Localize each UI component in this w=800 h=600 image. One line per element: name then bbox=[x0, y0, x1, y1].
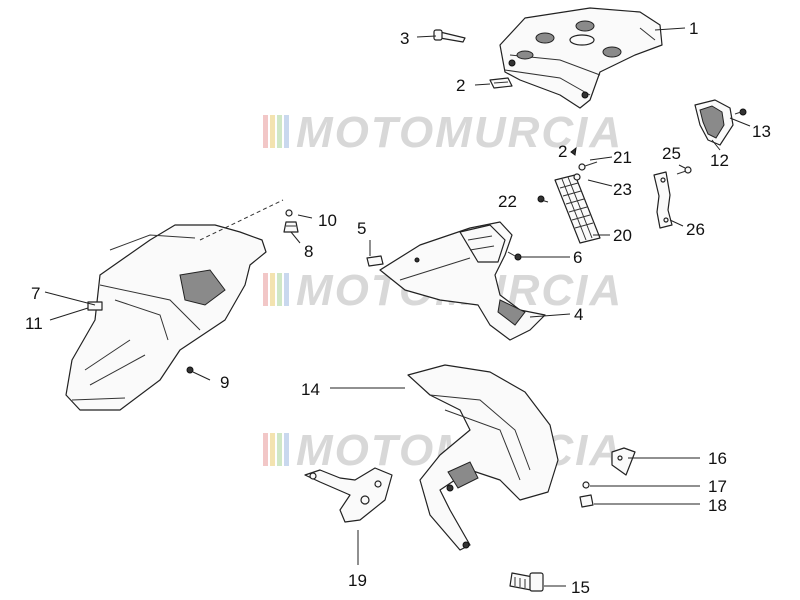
callout-16: 16 bbox=[708, 449, 727, 468]
part-3-screw bbox=[433, 29, 466, 43]
part-6-screw bbox=[507, 251, 522, 261]
part-15-bolt bbox=[509, 572, 544, 592]
part-5-clip bbox=[366, 255, 384, 267]
watermark-text-top: MOTOMURCIA bbox=[296, 108, 623, 157]
part-4-mudguard bbox=[379, 221, 546, 341]
part-23-washer bbox=[573, 173, 581, 181]
callout-5: 5 bbox=[357, 219, 366, 238]
leader-lines bbox=[44, 27, 751, 587]
callout-14: 14 bbox=[301, 380, 320, 399]
callout-4: 4 bbox=[574, 305, 583, 324]
callout-18: 18 bbox=[708, 496, 727, 515]
callout-13: 13 bbox=[752, 122, 771, 141]
callout-1: 1 bbox=[689, 19, 698, 38]
part-20-grille bbox=[554, 174, 601, 244]
callout-10: 10 bbox=[318, 211, 337, 230]
callout-21: 21 bbox=[613, 148, 632, 167]
callout-22: 22 bbox=[498, 192, 517, 211]
callout-12: 12 bbox=[710, 151, 729, 170]
part-12-reflector bbox=[694, 99, 734, 146]
part-9-screw bbox=[186, 366, 194, 374]
part-1-rear-cover bbox=[499, 7, 663, 109]
part-18-clip bbox=[579, 494, 594, 508]
callout-15: 15 bbox=[571, 578, 590, 597]
callout-8: 8 bbox=[304, 242, 313, 261]
callout-20: 20 bbox=[613, 226, 632, 245]
part-17-washer bbox=[582, 481, 590, 489]
callout-6: 6 bbox=[573, 248, 582, 267]
part-25-screw bbox=[676, 166, 692, 175]
part-8-bolt bbox=[283, 221, 299, 233]
tray-guide-line bbox=[199, 199, 284, 241]
callout-3: 3 bbox=[400, 29, 409, 48]
callout-23: 23 bbox=[613, 180, 632, 199]
part-2-clip-top bbox=[489, 77, 513, 89]
watermark-top: MOTOMURCIA bbox=[263, 108, 623, 157]
part-13-screw bbox=[734, 108, 747, 116]
callout-7: 7 bbox=[31, 284, 40, 303]
part-19-bracket bbox=[304, 467, 393, 523]
part-24-marker bbox=[570, 146, 577, 156]
part-14-front-fender bbox=[407, 364, 559, 551]
callout-25: 25 bbox=[662, 144, 681, 163]
callout-11: 11 bbox=[25, 314, 43, 333]
callout-17: 17 bbox=[708, 477, 727, 496]
callout-2-grille: 2 bbox=[558, 142, 567, 161]
part-16-plate bbox=[611, 447, 636, 476]
part-10-washer bbox=[285, 209, 293, 217]
part-21-bolt bbox=[578, 161, 598, 171]
part-26-bracket bbox=[653, 171, 673, 229]
part-7-tray bbox=[65, 224, 267, 411]
callout-9: 9 bbox=[220, 373, 229, 392]
callout-19: 19 bbox=[348, 571, 367, 590]
callout-numbers: 1 2 2 3 4 5 6 7 8 9 10 11 12 13 14 15 16… bbox=[25, 19, 771, 597]
callout-26: 26 bbox=[686, 220, 705, 239]
callout-2-top: 2 bbox=[456, 76, 465, 95]
